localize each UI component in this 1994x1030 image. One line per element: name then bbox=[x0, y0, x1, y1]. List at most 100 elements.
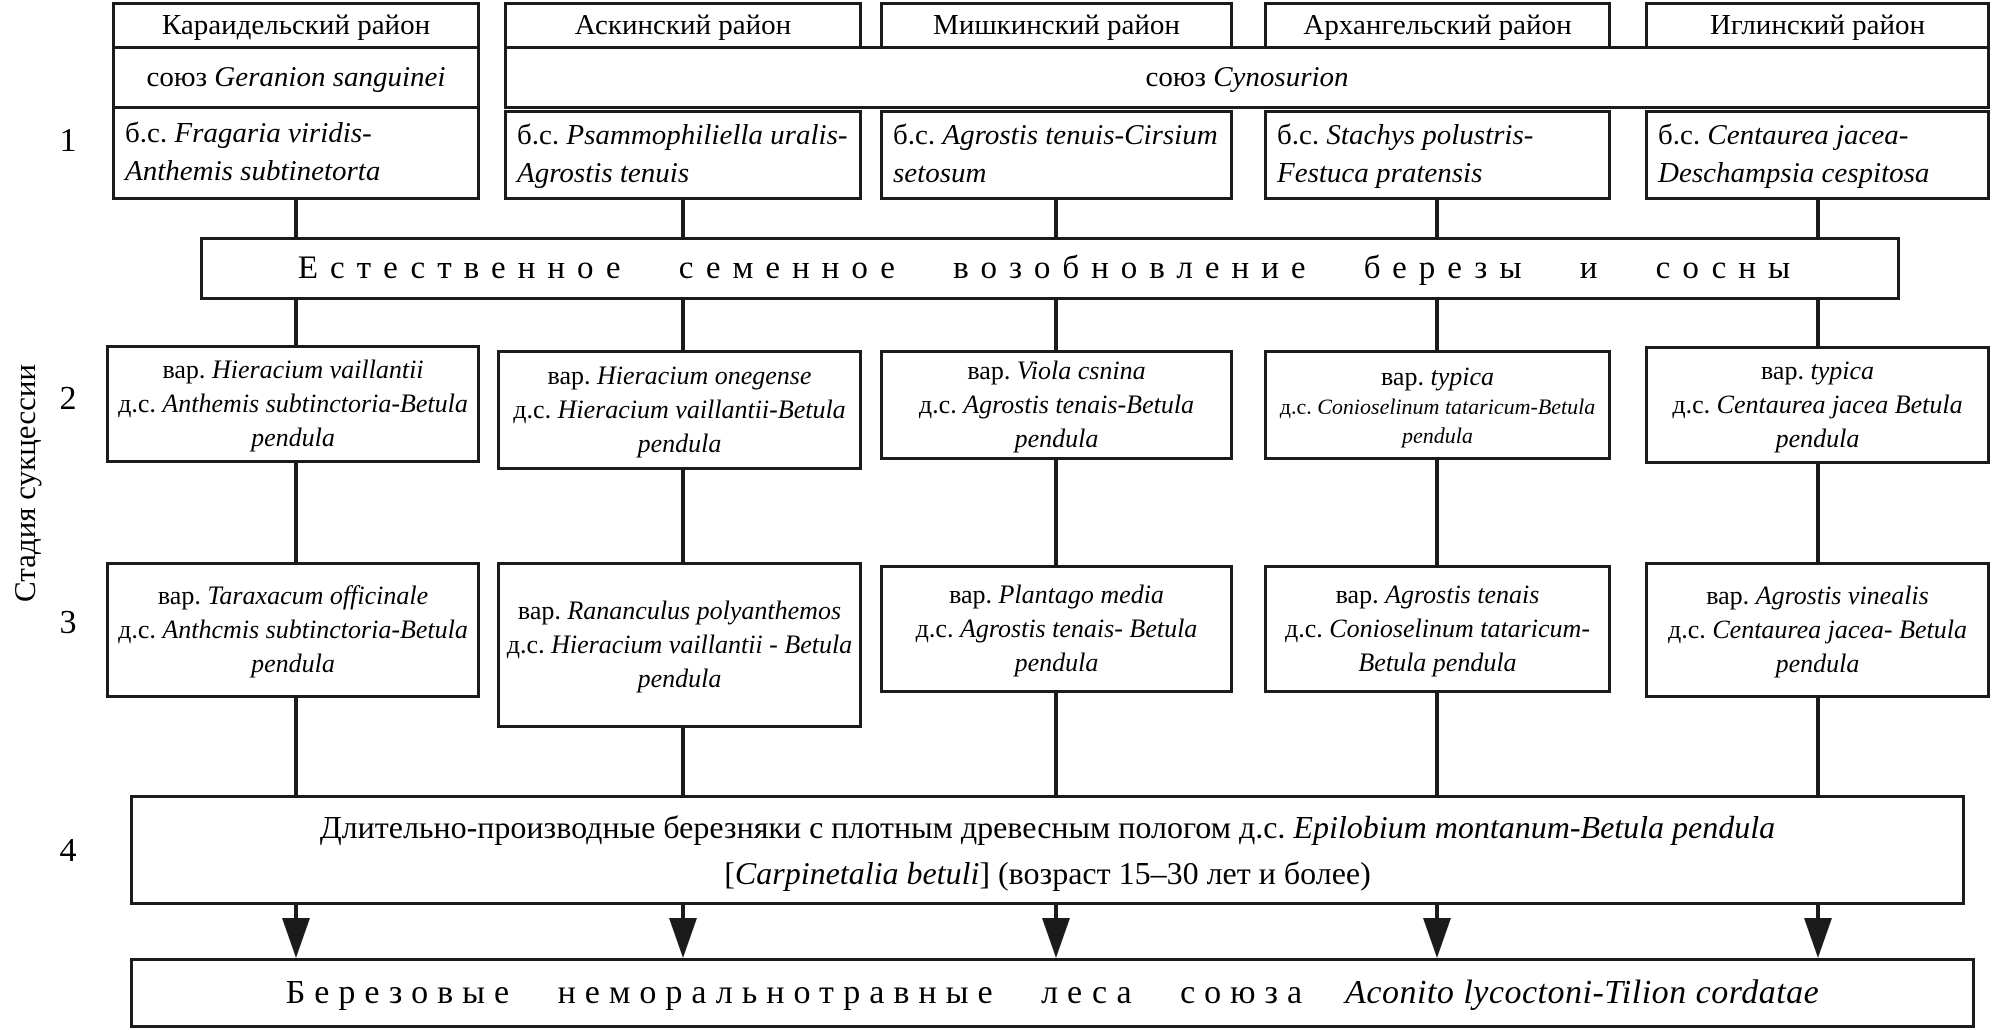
ds-prefix: д.с. bbox=[118, 615, 156, 645]
age-note: ] (возраст 15–30 лет и более) bbox=[979, 855, 1371, 891]
dominant-name: Hieracium vaillantii - Betula pendula bbox=[551, 630, 853, 693]
stage3-box-col5: вар. Agrostis vinealis д.с. Centaurea ja… bbox=[1645, 562, 1990, 698]
connector-line-col4 bbox=[1435, 150, 1439, 925]
stage-number-3: 3 bbox=[59, 604, 77, 641]
stage-number-4: 4 bbox=[59, 832, 77, 869]
var-prefix: вар. bbox=[1760, 356, 1804, 386]
dominant-name: Conioselinum tataricum-Betula pendula bbox=[1317, 394, 1596, 448]
union-prefix: союз bbox=[1145, 60, 1206, 93]
arrow-down-icon bbox=[282, 918, 310, 958]
syntaxon-name: Carpinetalia betuli bbox=[734, 855, 980, 891]
variant-name: Viola csnina bbox=[1016, 356, 1146, 386]
ds-prefix: д.с. bbox=[1279, 394, 1312, 420]
community-name: Agrostis tenuis-Cirsium setosum bbox=[893, 119, 1218, 189]
connector-line-col2 bbox=[681, 150, 685, 925]
community-name: Epilobium montanum-Betula pendula bbox=[1293, 808, 1776, 845]
stage1-box-col2: б.с. Psammophiliella uralis-Agrostis ten… bbox=[504, 110, 862, 200]
succession-axis-label: Стадия сукцессии bbox=[7, 363, 42, 603]
alliance-name: Aconito lycoctoni-Tilion cordatae bbox=[1345, 973, 1820, 1011]
dominant-name: Conioselinum tataricum-Betula pendula bbox=[1329, 614, 1590, 677]
union-box-geranion: союз Geranion sanguinei bbox=[112, 46, 480, 109]
stage1-box-col5: б.с. Centaurea jacea-Deschampsia cespito… bbox=[1645, 110, 1990, 200]
stage4-line2: [Carpinetalia betuli] (возраст 15–30 лет… bbox=[133, 850, 1962, 896]
var-prefix: вар. bbox=[1380, 361, 1424, 391]
ds-prefix: д.с. bbox=[506, 630, 545, 660]
stage1-box-col3: б.с. Agrostis tenuis-Cirsium setosum bbox=[880, 110, 1233, 200]
var-prefix: вар. bbox=[517, 596, 561, 626]
var-prefix: вар. bbox=[967, 356, 1011, 386]
arrow-down-icon bbox=[669, 918, 697, 958]
stage-number-1: 1 bbox=[59, 122, 77, 159]
var-prefix: вар. bbox=[157, 581, 201, 611]
stage4-line1: Длительно-производные березняки с плотны… bbox=[133, 804, 1962, 850]
variant-name: Agrostis vinealis bbox=[1755, 581, 1929, 611]
var-prefix: вар. bbox=[1335, 580, 1379, 610]
district-header-iglinsky: Иглинский район bbox=[1645, 2, 1990, 49]
stage3-box-col1: вар. Taraxacum officinale д.с. Anthcmis … bbox=[106, 562, 480, 698]
dominant-name: Agrostis tenais-Betula pendula bbox=[963, 390, 1195, 453]
bracket-open: [ bbox=[724, 855, 735, 891]
final-forest-box: Березовые неморальнотравные леса союза Ac… bbox=[130, 958, 1975, 1028]
stage2-box-col1: вар. Hieracium vaillantii д.с. Anthemis … bbox=[106, 345, 480, 463]
union-name: Geranion sanguinei bbox=[214, 60, 446, 93]
var-prefix: вар. bbox=[1706, 581, 1750, 611]
bs-prefix: б.с. bbox=[517, 119, 560, 152]
stage3-box-col3: вар. Plantago media д.с. Agrostis tenais… bbox=[880, 565, 1233, 693]
variant-name: Hieracium onegense bbox=[597, 361, 812, 391]
bs-prefix: б.с. bbox=[1658, 119, 1701, 152]
dominant-name: Centaurea jacea Betula pendula bbox=[1716, 390, 1963, 453]
ds-prefix: д.с. bbox=[1672, 390, 1711, 420]
dominant-name: Centaurea jacea- Betula pendula bbox=[1712, 615, 1967, 678]
ds-prefix: д.с. bbox=[918, 390, 957, 420]
connector-line-col5 bbox=[1816, 150, 1820, 925]
bs-prefix: б.с. bbox=[125, 117, 168, 150]
district-header-arkhangelsky: Архангельский район bbox=[1264, 2, 1611, 49]
arrow-down-icon bbox=[1804, 918, 1832, 958]
bs-prefix: б.с. bbox=[893, 119, 936, 152]
bs-prefix: б.с. bbox=[1277, 119, 1320, 152]
community-name: Psammophiliella uralis-Agrostis tenuis bbox=[517, 119, 848, 189]
community-name: Centaurea jacea-Deschampsia cespitosa bbox=[1658, 119, 1930, 189]
arrow-down-icon bbox=[1042, 918, 1070, 958]
dominant-name: Anthcmis subtinctoria-Betula pendula bbox=[162, 615, 468, 678]
dominant-name: Hieracium vaillantii-Betula pendula bbox=[557, 395, 846, 458]
ds-prefix: д.с. bbox=[118, 389, 156, 419]
stage-number-2: 2 bbox=[59, 380, 77, 417]
natural-regeneration-banner: Естественное семенное возобновление бере… bbox=[200, 237, 1900, 300]
ds-prefix: д.с. bbox=[513, 395, 552, 425]
variant-name: Rananculus polyanthemos bbox=[567, 596, 842, 626]
stage1-box-col1: б.с. Fragaria viridis-Anthemis subtineto… bbox=[112, 106, 480, 200]
stage1-box-col4: б.с. Stachys polustris-Festuca pratensis bbox=[1264, 110, 1611, 200]
union-name: Cynosurion bbox=[1213, 60, 1349, 93]
stage2-box-col5: вар. typica д.с. Centaurea jacea Betula … bbox=[1645, 346, 1990, 464]
connector-line-col3 bbox=[1054, 150, 1058, 925]
final-text: Березовые неморальнотравные леса союза bbox=[285, 973, 1312, 1011]
stage4-long-derivative-box: Длительно-производные березняки с плотны… bbox=[130, 795, 1965, 905]
var-prefix: вар. bbox=[547, 361, 591, 391]
variant-name: Hieracium vaillantii bbox=[211, 355, 424, 385]
community-name: Stachys polustris-Festuca pratensis bbox=[1277, 119, 1534, 189]
stage4-text: Длительно-производные березняки с плотны… bbox=[319, 808, 1286, 845]
dominant-name: Anthemis subtinctoria-Betula pendula bbox=[162, 389, 468, 452]
stage2-box-col2: вар. Hieracium onegense д.с. Hieracium v… bbox=[497, 350, 862, 470]
connector-line-col1 bbox=[294, 150, 298, 925]
stage3-box-col4: вар. Agrostis tenais д.с. Conioselinum t… bbox=[1264, 565, 1611, 693]
stage3-box-col2: вар. Rananculus polyanthemos д.с. Hierac… bbox=[497, 562, 862, 728]
ds-prefix: д.с. bbox=[915, 614, 954, 644]
variant-name: typica bbox=[1430, 361, 1494, 391]
community-name: Fragaria viridis-Anthemis subtinetorta bbox=[125, 117, 381, 187]
stage2-box-col4: вар. typica д.с. Conioselinum tataricum-… bbox=[1264, 350, 1611, 460]
variant-name: Plantago media bbox=[998, 580, 1164, 610]
union-prefix: союз bbox=[146, 60, 208, 93]
district-header-mishkinsky: Мишкинский район bbox=[880, 2, 1233, 49]
ds-prefix: д.с. bbox=[1285, 614, 1323, 644]
district-header-karaidelsky: Караидельский район bbox=[112, 2, 480, 49]
dominant-name: Agrostis tenais- Betula pendula bbox=[959, 614, 1198, 677]
variant-name: Agrostis tenais bbox=[1385, 580, 1540, 610]
variant-name: Taraxacum officinale bbox=[207, 581, 429, 611]
var-prefix: вар. bbox=[949, 580, 993, 610]
variant-name: typica bbox=[1810, 356, 1874, 386]
district-header-askinsky: Аскинский район bbox=[504, 2, 862, 49]
var-prefix: вар. bbox=[162, 355, 206, 385]
